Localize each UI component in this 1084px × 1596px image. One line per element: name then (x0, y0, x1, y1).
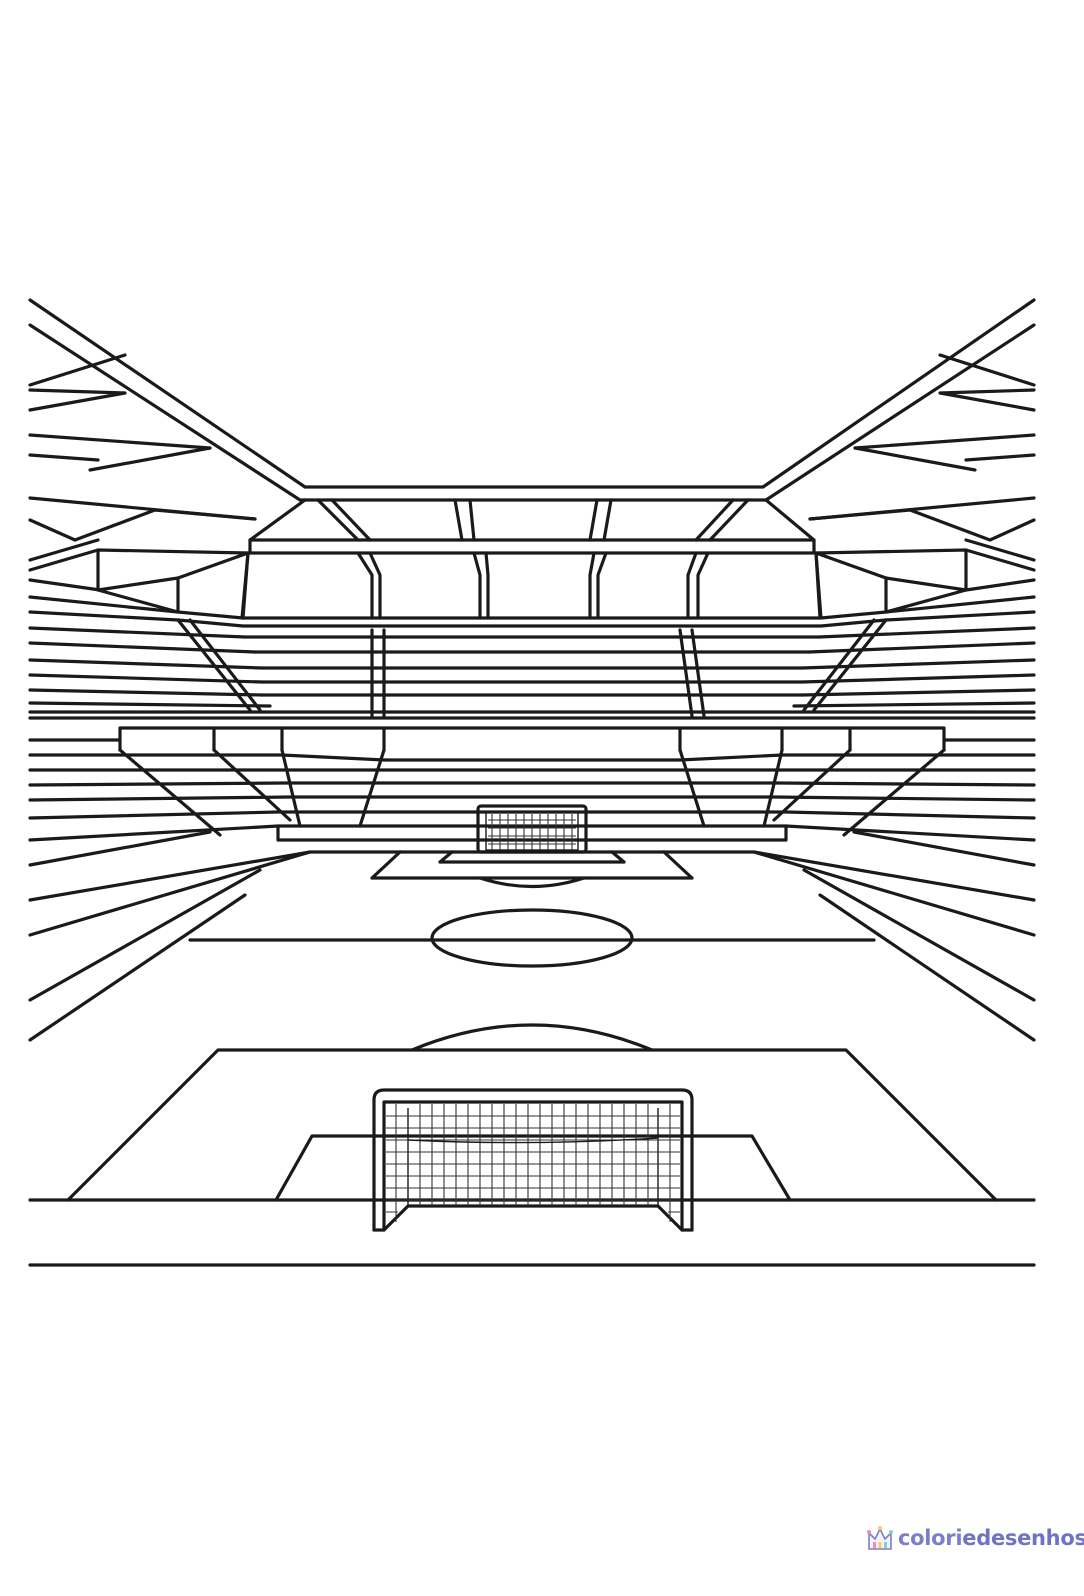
brand-word-1: colori (898, 1526, 963, 1550)
lower-stands (28, 726, 1036, 867)
roof (28, 298, 1036, 620)
near-goal (372, 1088, 694, 1232)
crown-icon (867, 1526, 893, 1550)
upper-stands (28, 578, 1036, 720)
brand-name: coloriedesenhos (898, 1526, 1084, 1550)
far-goal (476, 804, 588, 854)
brand-logo[interactable]: coloriedesenhos (866, 1519, 1084, 1557)
pitch (28, 850, 1036, 1267)
brand-word-2: edesenhos (962, 1526, 1084, 1550)
